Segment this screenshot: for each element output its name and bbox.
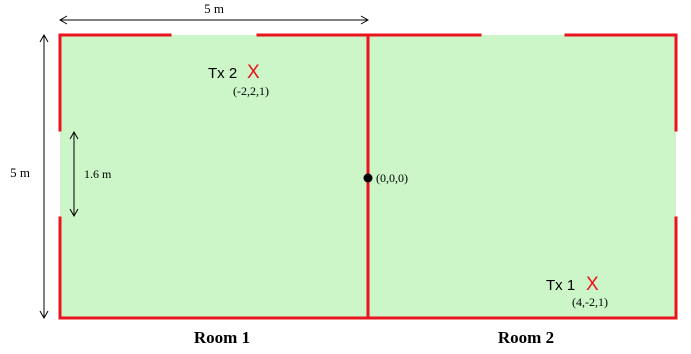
door-gap-label: 1.6 m (84, 167, 112, 181)
tx1-marker-icon: X (586, 274, 599, 295)
top-dimension-arrow (58, 15, 370, 25)
left-dimension-label: 5 m (10, 165, 30, 180)
origin-coordinates: (0,0,0) (376, 171, 408, 185)
tx1-label: Tx 1 (546, 277, 575, 294)
door-gap-arrow (69, 130, 79, 218)
room-2-floor (368, 35, 676, 318)
room-2-label: Room 2 (498, 328, 554, 347)
room-1-floor (60, 35, 368, 318)
top-dimension-label: 5 m (204, 1, 224, 16)
origin-point (363, 173, 373, 183)
room-1-label: Room 1 (194, 328, 250, 347)
tx2-marker-icon: X (247, 62, 260, 83)
tx1-coordinates: (4,-2,1) (572, 295, 608, 309)
walls (58, 33, 678, 320)
tx2-coordinates: (-2,2,1) (233, 84, 269, 98)
tx2-label: Tx 2 (208, 65, 237, 82)
left-dimension-arrow (39, 33, 49, 320)
